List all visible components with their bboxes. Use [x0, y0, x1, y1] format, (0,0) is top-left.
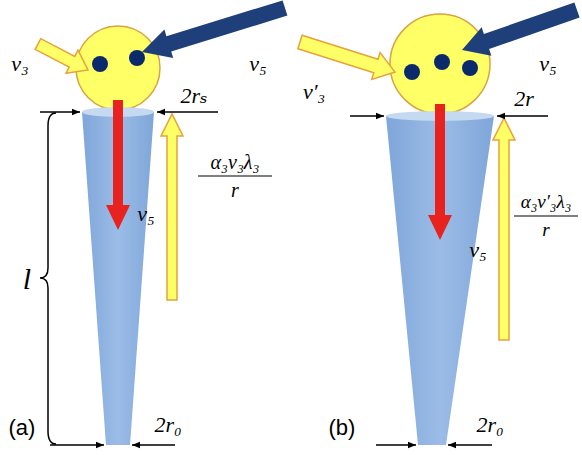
dimension-label: 2r₀ [154, 413, 181, 437]
particle [404, 64, 420, 80]
panel-label: (a) [9, 416, 36, 440]
velocity-label: v₅ [137, 202, 154, 226]
down-arrow [106, 100, 130, 230]
particle [129, 50, 145, 66]
velocity-label: v′₃ [303, 80, 325, 104]
dimension-label: 2r₀ [476, 413, 503, 437]
dimension-line [40, 111, 80, 113]
panel-label: (b) [329, 416, 356, 440]
inflow-arrow [35, 39, 88, 74]
velocity-label: v₃ [11, 52, 28, 76]
dimension-line [132, 444, 175, 446]
dimension-line [497, 115, 548, 117]
fraction-bar [198, 175, 272, 176]
droplet [390, 14, 490, 114]
particle [462, 60, 478, 76]
particle [434, 54, 450, 70]
velocity-label: v₅ [249, 52, 266, 76]
length-label: l [23, 262, 31, 295]
up-arrow [493, 118, 515, 340]
dimension-line [350, 115, 384, 117]
dimension-label: 2r [514, 87, 534, 111]
down-arrow [428, 104, 452, 240]
fraction-numerator: α₃v′₃λ₃ [521, 192, 572, 213]
inflow-arrow [298, 35, 395, 79]
fraction-numerator: α₃v₃λ₃ [211, 151, 260, 173]
particle [92, 56, 108, 72]
length-brace [40, 113, 56, 444]
velocity-label: v₅ [469, 238, 486, 262]
dimension-label: 2rₛ [181, 84, 208, 108]
flow-arrow [462, 2, 580, 55]
dimension-line [376, 444, 416, 446]
fraction-denominator: r [542, 220, 549, 241]
velocity-label: v₅ [539, 52, 556, 76]
fraction-bar [514, 215, 578, 216]
flow-arrow [142, 0, 287, 58]
dimension-line [157, 111, 218, 113]
fraction-denominator: r [231, 179, 239, 201]
up-arrow [161, 114, 183, 300]
dimension-line [50, 444, 104, 446]
droplet [76, 26, 160, 110]
dimension-line [448, 444, 492, 446]
